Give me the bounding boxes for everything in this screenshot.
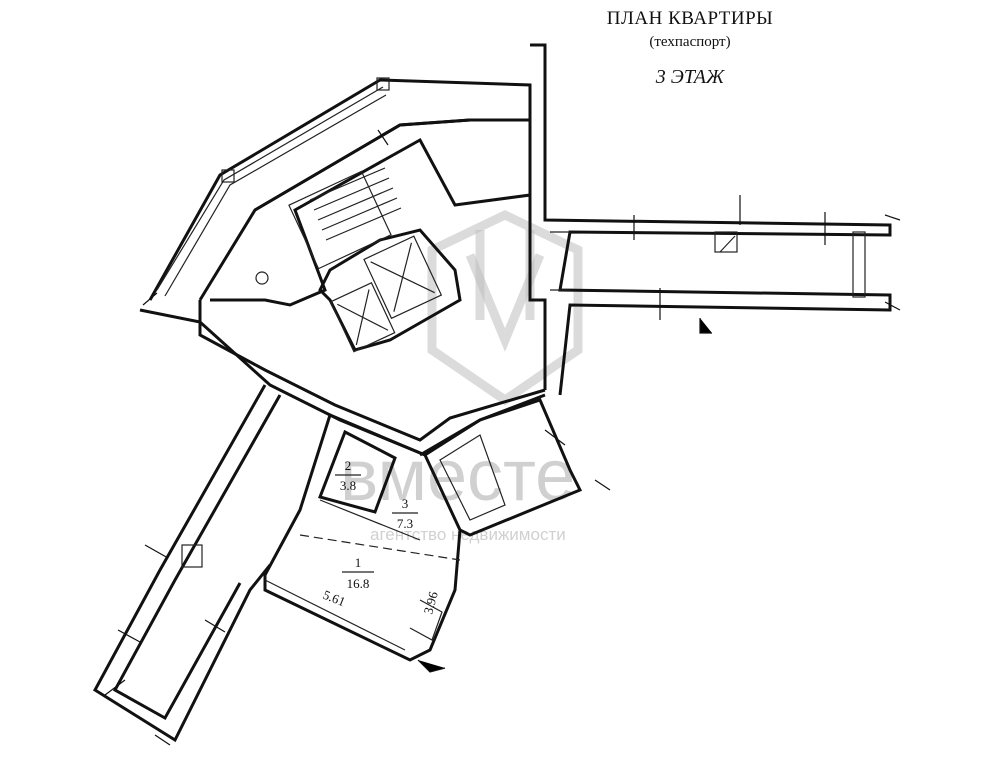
floor-label: 3 ЭТАЖ [655,66,725,88]
room-3-area: 7.3 [397,516,413,531]
adjacent-rooms [419,398,611,537]
plan-subtitle: (техпаспорт) [649,34,731,50]
room-1-number: 1 [355,555,362,570]
plan-title: ПЛАН КВАРТИРЫ [606,8,774,29]
dimension-length: 5.61 [321,587,348,609]
room-3-number: 3 [402,496,409,511]
dimension-width: 3.96 [420,589,441,615]
room-2-label: 2 3.8 [335,458,361,493]
watermark-logo [427,210,583,406]
room-3-label: 3 7.3 [392,496,418,531]
room-1-label: 1 16.8 [342,555,374,591]
east-corridor [528,43,901,396]
south-west-wing [93,384,282,746]
room-1-area: 16.8 [347,576,370,591]
room-2-number: 2 [345,458,352,473]
room-2-area: 3.8 [340,478,356,493]
apartment-outline [263,412,462,673]
stair-elevator-core [210,118,532,353]
